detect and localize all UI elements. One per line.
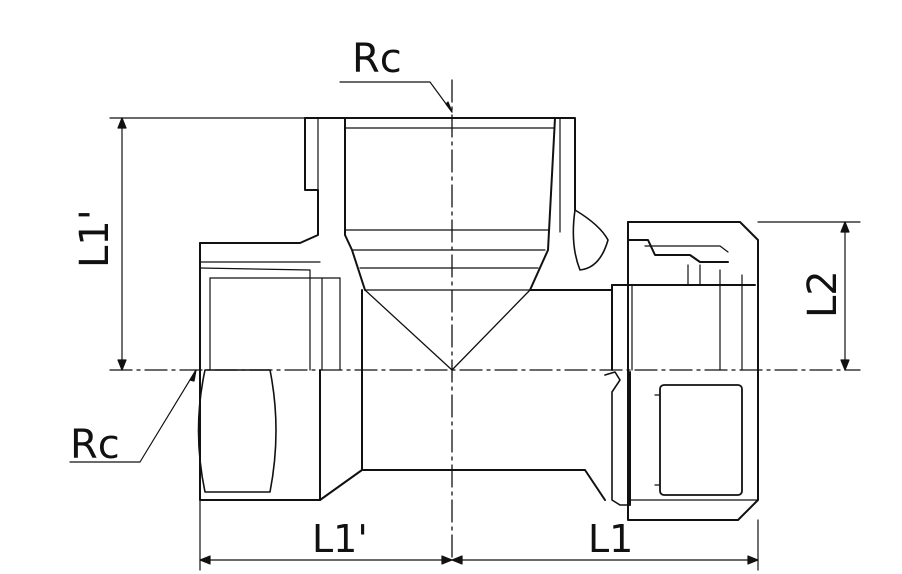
branch-socket xyxy=(199,117,576,371)
label-branch-length: L1' xyxy=(72,209,118,268)
dimension-lines xyxy=(69,81,861,571)
label-run-length-left: L1' xyxy=(312,517,368,561)
leader-top-rc xyxy=(339,81,453,113)
label-union-offset: L2 xyxy=(800,270,846,318)
left-hex-section xyxy=(197,369,277,493)
left-socket xyxy=(197,242,606,501)
right-hex-section xyxy=(659,384,743,496)
leader-left-rc xyxy=(69,369,197,463)
label-left-thread: Rc xyxy=(70,422,120,468)
label-top-thread: Rc xyxy=(352,36,402,82)
centerlines xyxy=(109,79,861,561)
union-nut xyxy=(529,209,759,521)
label-run-length-right: L1 xyxy=(588,517,633,561)
